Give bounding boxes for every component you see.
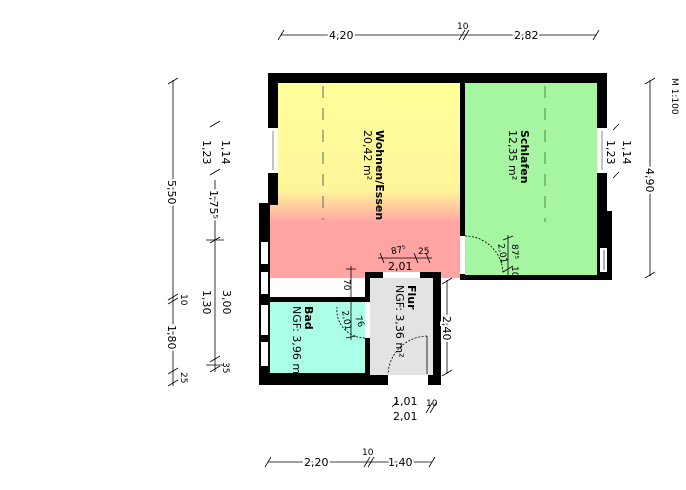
dim-left-inner-b1: 3,00 — [220, 290, 233, 315]
room-area-wohnen: 20,42 m² — [361, 130, 374, 180]
dim-door-wohnen-height: 2,01 — [388, 260, 413, 273]
room-name-flur: Flur — [405, 285, 418, 310]
dim-right-window-1: 1,14 — [620, 140, 633, 165]
dim-right-window-2: 1,23 — [604, 140, 617, 165]
door-swings — [336, 235, 504, 375]
dim-left-total: 5,50 — [165, 180, 178, 205]
room-bad — [270, 301, 366, 374]
dim-door-wohnen-width: 87⁵ — [390, 244, 407, 257]
dim-left-c: 25 — [178, 372, 188, 383]
dim-door-schlafen-height: 2,01 — [495, 243, 508, 264]
room-area-schlafen: 12,35 m² — [506, 130, 519, 180]
dim-flur-door-3: 10 — [426, 399, 438, 409]
door-opening — [383, 272, 420, 278]
door-opening — [365, 302, 370, 338]
dim-bottom-a: 2,20 — [304, 456, 329, 469]
dim-bottom-b: 10 — [362, 448, 374, 458]
dim-flur-door-2: 2,01 — [393, 410, 418, 423]
dim-top-b: 10 — [457, 22, 469, 32]
dim-left-inner-c: 35 — [220, 362, 230, 373]
windows — [261, 128, 607, 385]
room-wohnen — [270, 83, 462, 278]
dim-left-window-1: 1,14 — [219, 140, 232, 165]
room-area-flur: NGF: 3,36 m² — [393, 285, 406, 358]
dim-door-bad-a: 70 — [341, 279, 351, 291]
scale-label: M 1:100 — [669, 78, 679, 115]
dim-flur-height: 2,40 — [440, 316, 453, 341]
dim-door-bad-b: 76 — [352, 315, 365, 329]
dim-right-total: 4,90 — [643, 168, 656, 193]
dim-door-schlafen-side: 10 — [509, 266, 519, 278]
dim-door-schlafen-width: 87⁵ — [509, 244, 519, 259]
door-opening — [460, 236, 465, 274]
dim-left-inner-a: 1,75⁵ — [207, 190, 220, 219]
dim-door-bad-height: 2,01 — [339, 310, 352, 331]
room-schlafen — [464, 83, 602, 276]
dim-left-inner-b2: 1,30 — [200, 290, 213, 315]
room-flur — [370, 278, 434, 375]
door-opening — [388, 375, 428, 385]
dim-left-b: 1,80 — [165, 325, 178, 350]
dim-door-wohnen-side: 25 — [418, 247, 429, 257]
room-name-bad: Bad — [302, 306, 315, 330]
dim-left-a: 10 — [178, 294, 188, 306]
dim-bottom-c: 1,40 — [388, 456, 413, 469]
dim-flur-door-1: 1,01 — [393, 395, 418, 408]
room-name-wohnen: Wohnen/Essen — [373, 130, 386, 220]
dim-left-window-2: 1,23 — [200, 140, 213, 165]
room-area-bad: NGF: 3,96 m² — [290, 306, 303, 379]
dim-top-c: 2,82 — [514, 29, 539, 42]
room-name-schlafen: Schlafen — [518, 130, 531, 184]
dim-top-a: 4,20 — [329, 29, 354, 42]
